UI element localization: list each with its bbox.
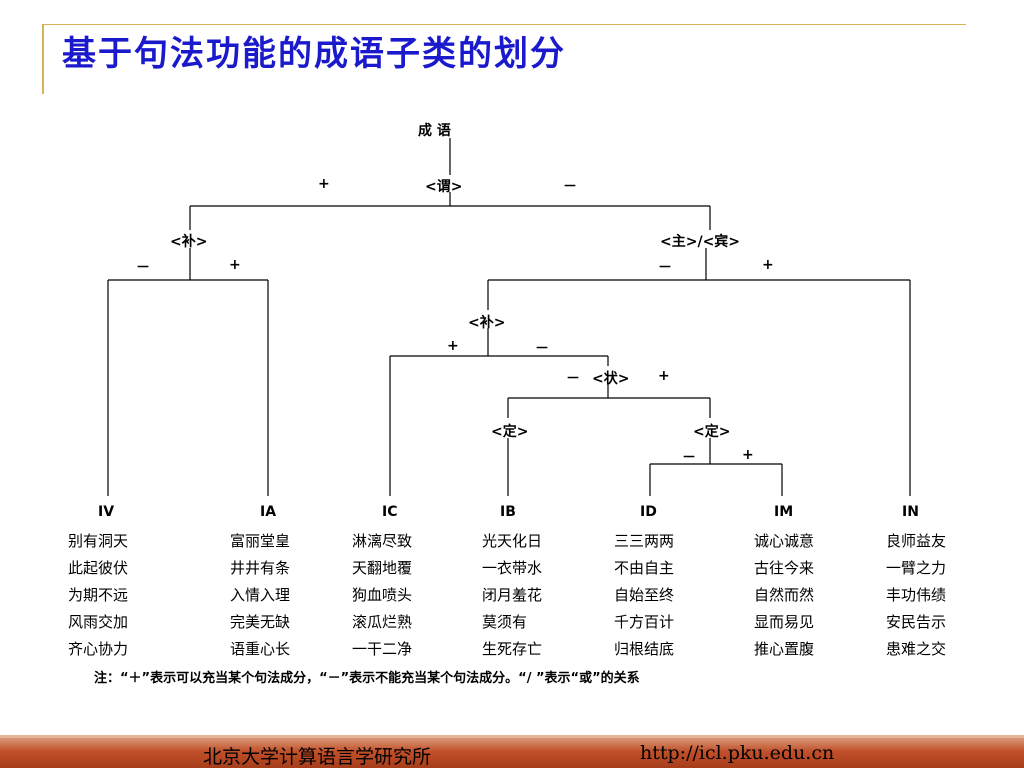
idiom-list-id: 三三两两 不由自主 自始至终 千方百计 归根结底 — [614, 528, 734, 663]
idiom-item: 天翻地覆 — [352, 559, 413, 577]
idiom-item: 此起彼伏 — [68, 559, 129, 577]
idiom-item: 自始至终 — [614, 586, 675, 604]
category-code-id: ID — [640, 504, 657, 520]
idiom-item: 别有洞天 — [68, 532, 129, 550]
category-code-ic: IC — [382, 504, 398, 520]
node-zhubin: <主>/<宾> — [660, 234, 741, 250]
idiom-item: 莫须有 — [482, 613, 528, 631]
idiom-item: 安民告示 — [886, 613, 947, 631]
idiom-item: 为期不远 — [68, 586, 129, 604]
sign-plus: + — [447, 338, 459, 354]
sign-minus: － — [535, 341, 549, 357]
idiom-item: 良师益友 — [886, 532, 947, 550]
sign-minus: － — [658, 260, 672, 276]
idiom-item: 显而易见 — [754, 613, 815, 631]
node-bu2: <补> — [468, 315, 506, 331]
sign-minus: － — [136, 260, 150, 276]
idiom-item: 一臂之力 — [886, 559, 947, 577]
idiom-item: 生死存亡 — [482, 640, 543, 658]
idiom-item: 光天化日 — [482, 532, 543, 550]
idiom-item: 完美无缺 — [230, 613, 291, 631]
idiom-list-ic: 淋漓尽致 天翻地覆 狗血喷头 滚瓜烂熟 一干二净 — [352, 528, 472, 663]
sign-plus: + — [762, 257, 774, 273]
idiom-list-ib: 光天化日 一衣带水 闭月羞花 莫须有 生死存亡 — [482, 528, 602, 663]
idiom-item: 一衣带水 — [482, 559, 543, 577]
idiom-item: 千方百计 — [614, 613, 675, 631]
sign-plus: + — [742, 447, 754, 463]
node-ding2: <定> — [693, 424, 731, 440]
idiom-item: 不由自主 — [614, 559, 675, 577]
sign-plus: + — [318, 176, 330, 192]
idiom-item: 推心置腹 — [754, 640, 815, 658]
category-code-in: IN — [902, 504, 919, 520]
node-zhuang: <状> — [592, 371, 630, 387]
idiom-item: 语重心长 — [230, 640, 291, 658]
footer-bar — [0, 738, 1024, 768]
idiom-item: 狗血喷头 — [352, 586, 413, 604]
idiom-item: 入情入理 — [230, 586, 291, 604]
node-wei: <谓> — [425, 179, 463, 195]
node-root: 成 语 — [418, 123, 451, 139]
sign-minus: － — [566, 371, 580, 387]
idiom-item: 患难之交 — [886, 640, 947, 658]
idiom-item: 风雨交加 — [68, 613, 129, 631]
idiom-item: 自然而然 — [754, 586, 815, 604]
idiom-item: 闭月羞花 — [482, 586, 543, 604]
sign-plus: + — [658, 368, 670, 384]
idiom-list-iv: 别有洞天 此起彼伏 为期不远 风雨交加 齐心协力 — [68, 528, 188, 663]
sign-plus: + — [229, 257, 241, 273]
footer-org: 北京大学计算语言学研究所 — [203, 746, 432, 768]
idiom-item: 滚瓜烂熟 — [352, 613, 413, 631]
title-rule-vertical — [42, 24, 44, 94]
category-code-ia: IA — [260, 504, 277, 520]
idiom-item: 富丽堂皇 — [230, 532, 291, 550]
idiom-item: 齐心协力 — [68, 640, 129, 658]
idiom-item: 井井有条 — [230, 559, 291, 577]
idiom-item: 三三两两 — [614, 532, 675, 550]
node-ding1: <定> — [491, 424, 529, 440]
idiom-item: 古往今来 — [754, 559, 815, 577]
footer-url: http://icl.pku.edu.cn — [640, 742, 835, 764]
node-bu1: <补> — [170, 234, 208, 250]
title-rule-horizontal — [42, 24, 966, 25]
slide-title: 基于句法功能的成语子类的划分 — [62, 34, 566, 74]
idiom-item: 一干二净 — [352, 640, 413, 658]
idiom-item: 诚心诚意 — [754, 532, 815, 550]
legend-note: 注：“＋”表示可以充当某个句法成分，“－”表示不能充当某个句法成分。“/ ”表示… — [94, 671, 640, 686]
idiom-item: 淋漓尽致 — [352, 532, 413, 550]
category-code-im: IM — [774, 504, 794, 520]
sign-minus: － — [563, 179, 577, 195]
category-code-ib: IB — [500, 504, 516, 520]
idiom-list-ia: 富丽堂皇 井井有条 入情入理 完美无缺 语重心长 — [230, 528, 350, 663]
idiom-item: 丰功伟绩 — [886, 586, 947, 604]
idiom-item: 归根结底 — [614, 640, 675, 658]
idiom-list-in: 良师益友 一臂之力 丰功伟绩 安民告示 患难之交 — [886, 528, 1006, 663]
sign-minus: － — [682, 450, 696, 466]
category-code-iv: IV — [98, 504, 115, 520]
footer-band — [0, 735, 1024, 739]
idiom-list-im: 诚心诚意 古往今来 自然而然 显而易见 推心置腹 — [754, 528, 874, 663]
